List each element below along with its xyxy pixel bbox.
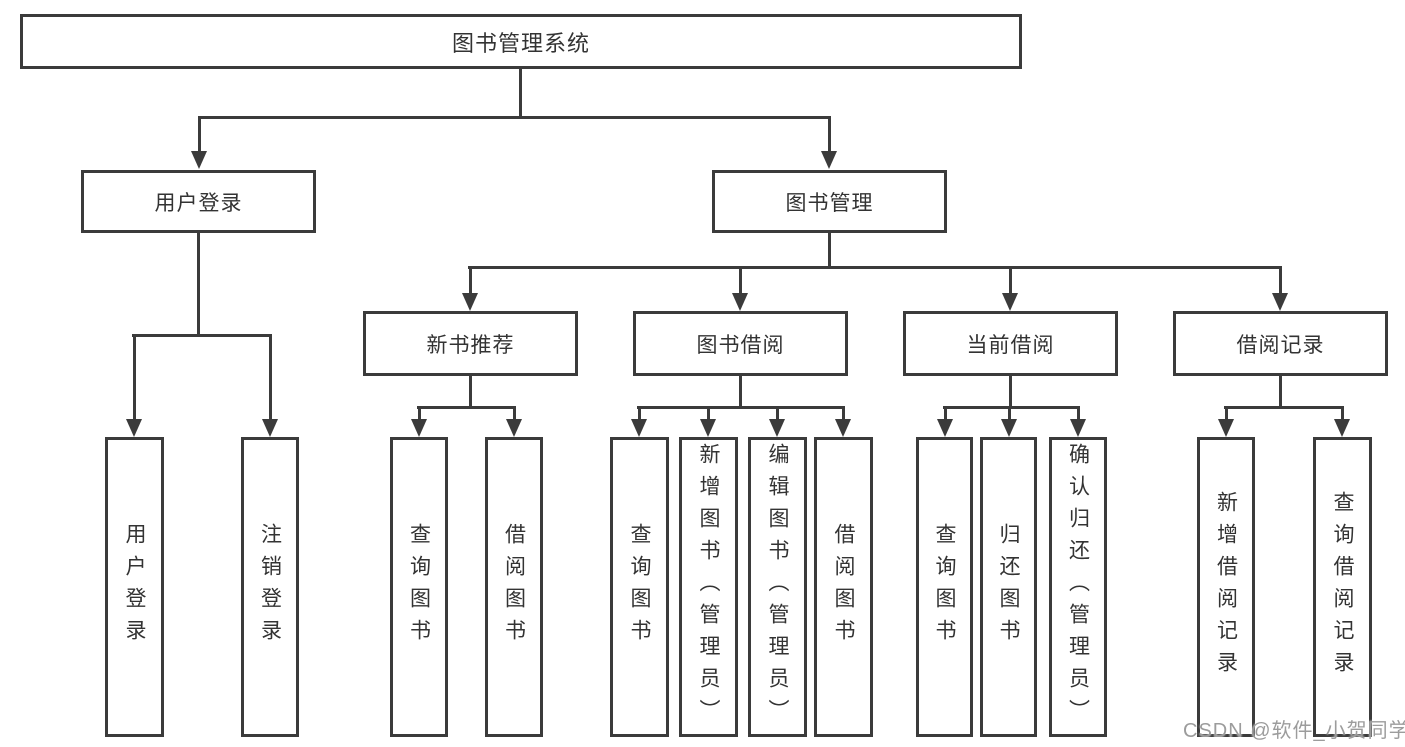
connector-line xyxy=(707,406,710,421)
connector-line xyxy=(133,334,136,420)
connector-line xyxy=(132,334,272,337)
connector-line xyxy=(739,376,742,409)
connector-line xyxy=(469,266,472,295)
arrow-down-icon xyxy=(1272,293,1288,311)
arrow-down-icon xyxy=(411,419,427,437)
connector-line xyxy=(637,406,845,409)
connector-line xyxy=(1008,406,1011,421)
connector-line xyxy=(513,406,516,421)
node-book-management: 图书管理 xyxy=(712,170,947,233)
node-borrow-record-label: 借阅记录 xyxy=(1236,333,1325,357)
connector-line xyxy=(468,266,1282,269)
node-book-management-label: 图书管理 xyxy=(785,191,874,215)
node-book-borrow-label: 图书借阅 xyxy=(696,333,785,357)
connector-line xyxy=(1077,406,1080,421)
connector-line xyxy=(828,116,831,153)
connector-line xyxy=(1009,266,1012,295)
connector-line xyxy=(828,233,831,269)
connector-line xyxy=(1279,266,1282,295)
arrow-down-icon xyxy=(1334,419,1350,437)
leaf-user-login-label: 用户登录 xyxy=(123,523,146,651)
node-borrow-record: 借阅记录 xyxy=(1173,311,1388,376)
arrow-down-icon xyxy=(700,419,716,437)
arrow-down-icon xyxy=(191,151,207,169)
arrow-down-icon xyxy=(769,419,785,437)
arrow-down-icon xyxy=(821,151,837,169)
leaf-borrow-borrow-book: 借阅图书 xyxy=(814,437,873,737)
arrow-down-icon xyxy=(937,419,953,437)
leaf-borrow-add-book-admin: 新增图书（管理员） xyxy=(679,437,738,737)
leaf-borrow-add-book-admin-label: 新增图书（管理员） xyxy=(697,443,720,731)
arrow-down-icon xyxy=(835,419,851,437)
connector-line xyxy=(1341,406,1344,421)
arrow-down-icon xyxy=(506,419,522,437)
csdn-watermark: CSDN @软件_小贺同学 xyxy=(1183,720,1405,742)
leaf-record-query: 查询借阅记录 xyxy=(1313,437,1372,737)
connector-line xyxy=(418,406,421,421)
connector-line xyxy=(739,266,742,295)
connector-line xyxy=(198,116,201,153)
leaf-borrow-query-book-label: 查询图书 xyxy=(628,523,651,651)
arrow-down-icon xyxy=(631,419,647,437)
leaf-current-query-book-label: 查询图书 xyxy=(933,523,956,651)
arrow-down-icon xyxy=(462,293,478,311)
leaf-current-confirm-return-admin: 确认归还（管理员） xyxy=(1049,437,1107,737)
leaf-logout: 注销登录 xyxy=(241,437,299,737)
connector-line xyxy=(1225,406,1228,421)
connector-line xyxy=(197,233,200,336)
leaf-recommend-query-book-label: 查询图书 xyxy=(407,523,431,651)
leaf-user-login: 用户登录 xyxy=(105,437,164,737)
leaf-recommend-borrow-book-label: 借阅图书 xyxy=(502,523,526,651)
node-new-book-recommend: 新书推荐 xyxy=(363,311,578,376)
leaf-borrow-query-book: 查询图书 xyxy=(610,437,669,737)
connector-line xyxy=(417,406,516,409)
connector-line xyxy=(519,69,522,119)
connector-line xyxy=(638,406,641,421)
connector-line xyxy=(1009,376,1012,409)
leaf-current-confirm-return-admin-label: 确认归还（管理员） xyxy=(1066,443,1090,731)
node-root-label: 图书管理系统 xyxy=(451,30,590,56)
node-current-borrow-label: 当前借阅 xyxy=(966,333,1055,357)
connector-line xyxy=(198,116,831,119)
node-current-borrow: 当前借阅 xyxy=(903,311,1118,376)
connector-line xyxy=(1279,376,1282,409)
leaf-record-add: 新增借阅记录 xyxy=(1197,437,1255,737)
leaf-recommend-borrow-book: 借阅图书 xyxy=(485,437,543,737)
arrow-down-icon xyxy=(262,419,278,437)
connector-line xyxy=(269,334,272,420)
node-root: 图书管理系统 xyxy=(20,14,1022,69)
arrow-down-icon xyxy=(1002,293,1018,311)
arrow-down-icon xyxy=(732,293,748,311)
connector-line xyxy=(469,376,472,409)
leaf-current-query-book: 查询图书 xyxy=(916,437,973,737)
arrow-down-icon xyxy=(1070,419,1086,437)
node-user-login-label: 用户登录 xyxy=(154,191,243,215)
arrow-down-icon xyxy=(1001,419,1017,437)
node-user-login: 用户登录 xyxy=(81,170,316,233)
leaf-logout-label: 注销登录 xyxy=(258,523,282,651)
connector-line xyxy=(776,406,779,421)
arrow-down-icon xyxy=(126,419,142,437)
connector-line xyxy=(1224,406,1344,409)
leaf-borrow-borrow-book-label: 借阅图书 xyxy=(832,523,855,651)
connector-line xyxy=(943,406,1080,409)
arrow-down-icon xyxy=(1218,419,1234,437)
leaf-borrow-edit-book-admin: 编辑图书（管理员） xyxy=(748,437,807,737)
connector-line xyxy=(842,406,845,421)
leaf-record-query-label: 查询借阅记录 xyxy=(1331,491,1354,683)
leaf-record-add-label: 新增借阅记录 xyxy=(1214,491,1238,683)
leaf-recommend-query-book: 查询图书 xyxy=(390,437,448,737)
node-new-book-recommend-label: 新书推荐 xyxy=(426,333,515,357)
connector-line xyxy=(944,406,947,421)
leaf-current-return-book-label: 归还图书 xyxy=(997,523,1020,651)
leaf-current-return-book: 归还图书 xyxy=(980,437,1037,737)
leaf-borrow-edit-book-admin-label: 编辑图书（管理员） xyxy=(766,443,789,731)
node-book-borrow: 图书借阅 xyxy=(633,311,848,376)
